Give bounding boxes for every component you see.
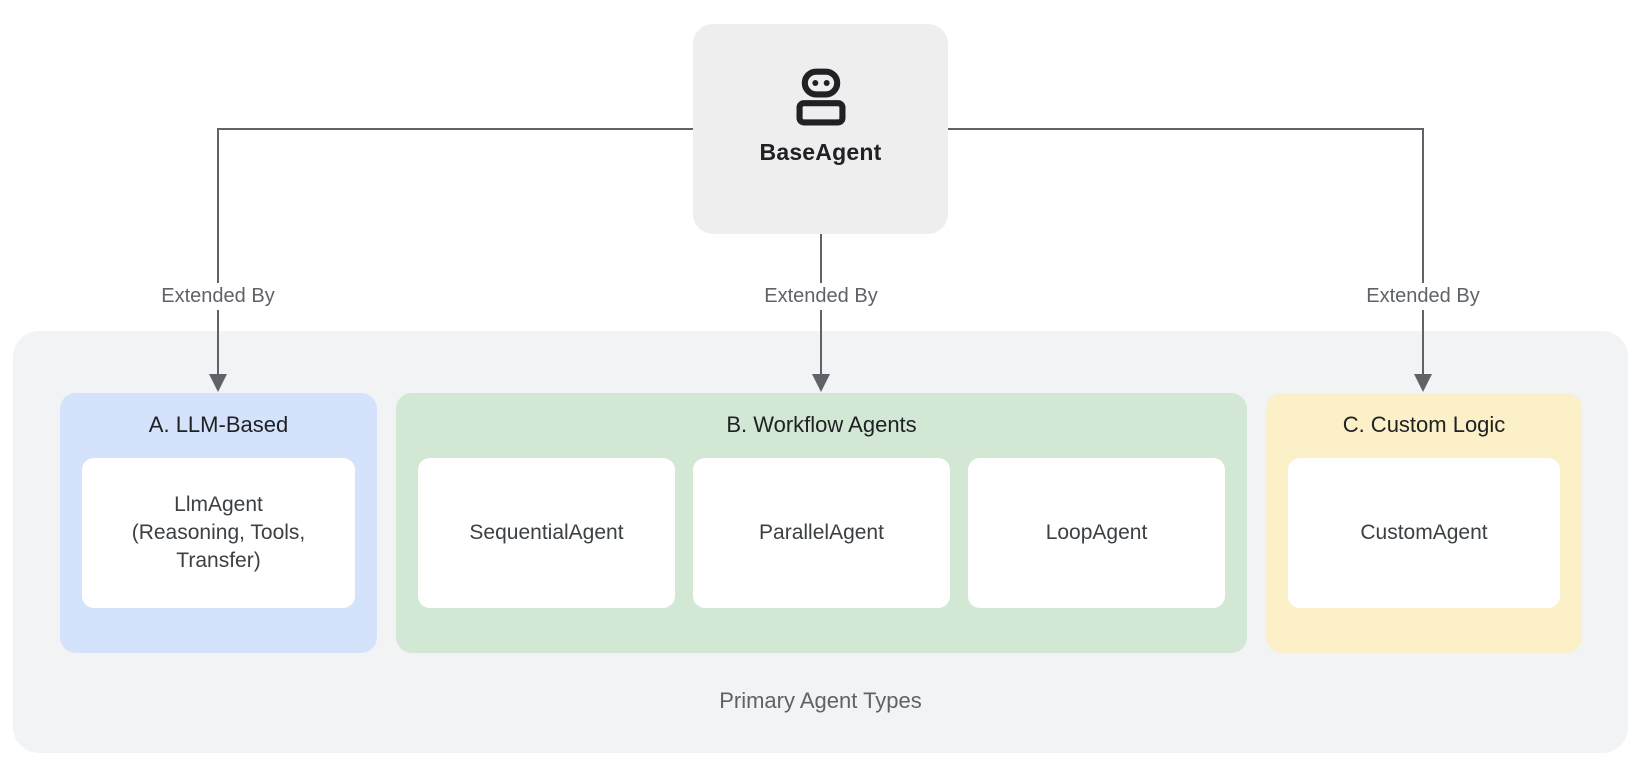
connector-left-vertical (217, 128, 219, 376)
group-workflow-agents-cards: SequentialAgent ParallelAgent LoopAgent (396, 458, 1247, 608)
node-sequential-agent: SequentialAgent (418, 458, 675, 608)
arrowhead-right-icon (1414, 374, 1432, 392)
group-custom-logic-cards: CustomAgent (1266, 458, 1582, 608)
node-base-agent: BaseAgent (693, 24, 948, 234)
node-loop-agent: LoopAgent (968, 458, 1225, 608)
robot-icon (796, 68, 845, 125)
group-llm-based: A. LLM-Based LlmAgent (Reasoning, Tools,… (60, 393, 377, 653)
arrowhead-middle-icon (812, 374, 830, 392)
node-parallel-agent: ParallelAgent (693, 458, 950, 608)
primary-agent-types-container: A. LLM-Based LlmAgent (Reasoning, Tools,… (13, 331, 1628, 753)
edge-label-extended-by-right: Extended By (1358, 283, 1488, 310)
node-llm-agent: LlmAgent (Reasoning, Tools, Transfer) (82, 458, 355, 608)
node-custom-agent: CustomAgent (1288, 458, 1560, 608)
arrowhead-left-icon (209, 374, 227, 392)
group-workflow-agents: B. Workflow Agents SequentialAgent Paral… (396, 393, 1247, 653)
group-workflow-agents-title: B. Workflow Agents (726, 412, 917, 437)
container-caption: Primary Agent Types (719, 688, 922, 713)
group-custom-logic: C. Custom Logic CustomAgent (1266, 393, 1582, 653)
edge-label-extended-by-middle: Extended By (756, 283, 886, 310)
edge-label-extended-by-left: Extended By (153, 283, 283, 310)
base-agent-label: BaseAgent (759, 138, 882, 165)
connector-right-vertical (1422, 128, 1424, 376)
group-custom-logic-title: C. Custom Logic (1342, 412, 1506, 437)
group-llm-based-title: A. LLM-Based (148, 412, 289, 437)
group-llm-based-cards: LlmAgent (Reasoning, Tools, Transfer) (60, 458, 377, 608)
